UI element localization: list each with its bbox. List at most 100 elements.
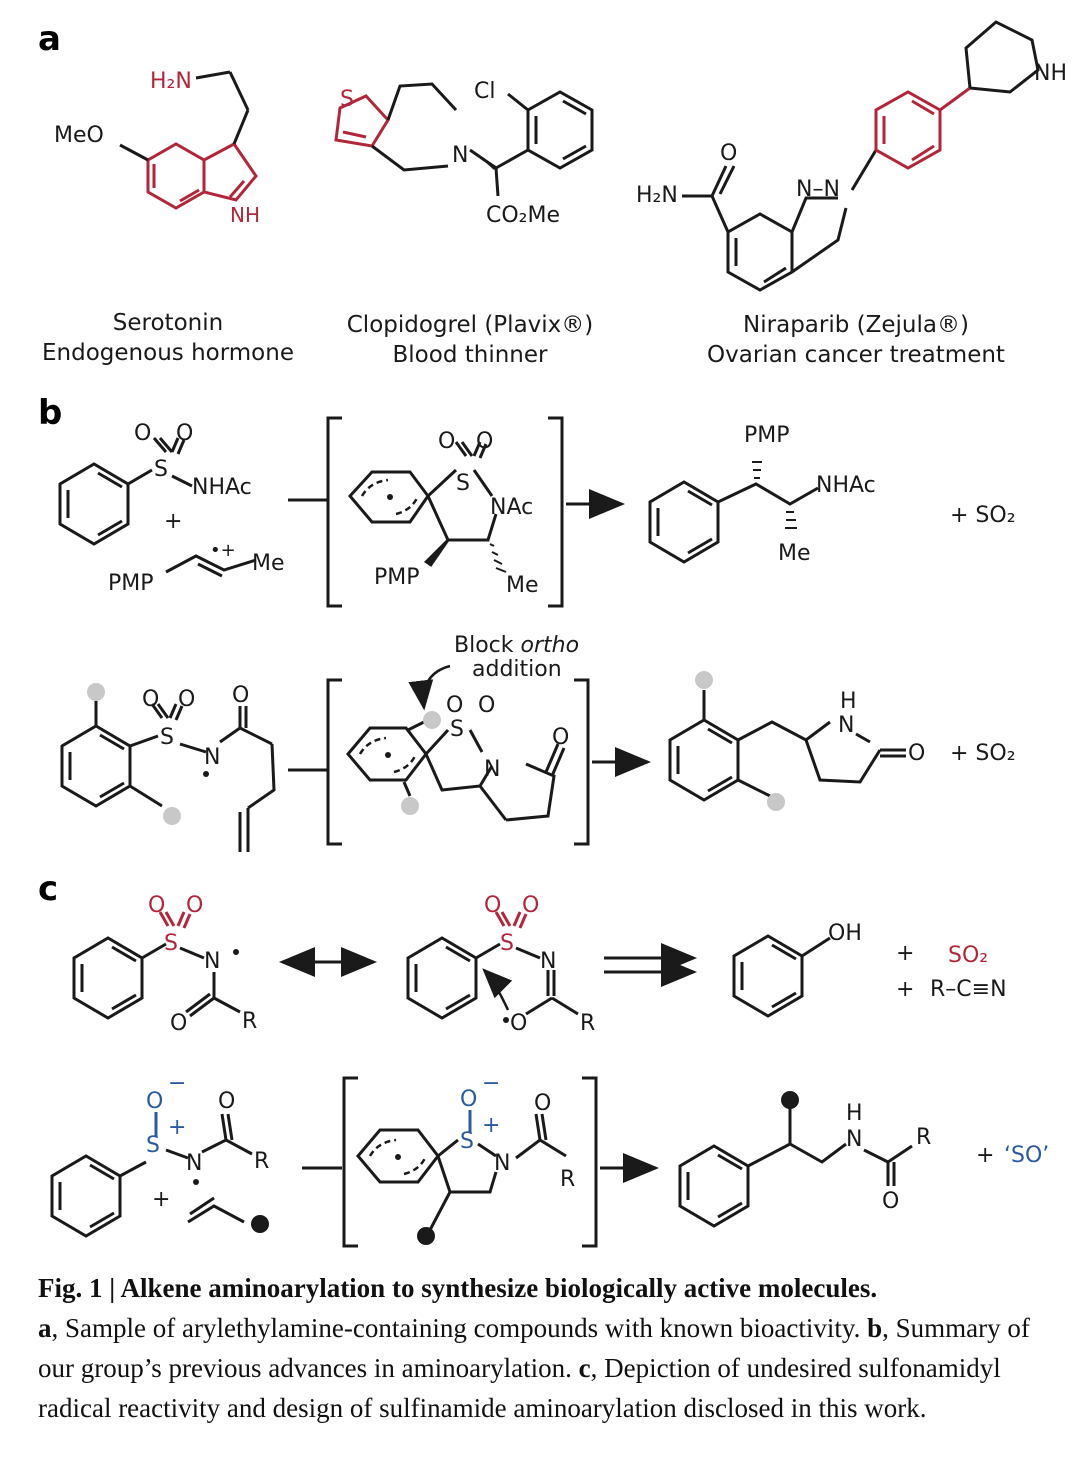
molecule-name-niraparib: Niraparib (Zejula®) <box>743 312 969 338</box>
b1-prod-pmp-label: PMP <box>744 423 790 448</box>
c1-oh-label: OH <box>828 921 862 946</box>
c1-int-o2-label: O <box>522 893 539 918</box>
b1-pmp-label: PMP <box>108 571 154 596</box>
c2-o-minus-label: O <box>146 1089 163 1114</box>
c2-plus-label: + <box>168 1115 186 1140</box>
b2-o2-label: O <box>178 687 195 712</box>
b1-intermediate-structure <box>348 441 498 567</box>
c2-int-r-label: R <box>560 1167 575 1192</box>
b2-product-structure <box>668 690 906 802</box>
b1-o1-label: O <box>134 421 151 446</box>
caption-title: Fig. 1 | Alkene aminoarylation to synthe… <box>38 1273 878 1303</box>
niraparib-h2n-label: H₂N <box>636 183 678 208</box>
caption-a-label: a <box>38 1313 52 1343</box>
niraparib-structure <box>682 149 878 292</box>
figure-caption: Fig. 1 | Alkene aminoarylation to synthe… <box>38 1268 1048 1428</box>
serotonin-structure <box>146 142 258 210</box>
b1-sulfonamide-structure <box>58 437 257 578</box>
b2-int-o2-label: O <box>478 693 495 718</box>
clopidogrel-cl-label: Cl <box>474 79 495 104</box>
c1-int-o1-label: O <box>484 893 501 918</box>
b2-s-label: S <box>160 725 174 750</box>
c2-product-structure <box>678 1108 913 1228</box>
molecule-desc-niraparib: Ovarian cancer treatment <box>707 342 1005 368</box>
c1-int-r-label: R <box>580 1011 595 1036</box>
serotonin-meo-label: MeO <box>54 123 104 148</box>
c2-r-label: R <box>254 1149 269 1174</box>
c1-sulfonamidyl-structure <box>72 936 241 1020</box>
niraparib-nn-label: N–N <box>796 177 840 202</box>
c1-int-s-label: S <box>500 931 514 956</box>
b2-o1-label: O <box>142 687 159 712</box>
panel-c-letter: c <box>38 869 58 909</box>
c2-byproduct-plus-label: + <box>976 1143 994 1168</box>
b1-int-s-label: S <box>456 471 470 496</box>
molecule-name-clopidogrel: Clopidogrel (Plavix®) <box>347 312 594 338</box>
caption-c-text: , Depiction of undesired sulfonamidyl ra… <box>38 1353 1001 1423</box>
c1-n-label: N <box>204 949 220 974</box>
c2-int-s-label: S <box>460 1129 474 1154</box>
b2-int-s-label: S <box>450 717 464 742</box>
c2-int-o-label: O <box>534 1091 551 1116</box>
c2-sulfinamide-structure <box>50 1113 253 1238</box>
b2-int-o3-label: O <box>552 725 569 750</box>
c1-nitrile-label: R–C≡N <box>930 977 1007 1002</box>
svg-text:Block ortho: Block ortho <box>454 633 579 658</box>
molecule-name-serotonin: Serotonin <box>113 310 223 336</box>
clopidogrel-s-label: S <box>340 87 354 112</box>
b1-plus-label: + <box>164 509 182 534</box>
b2-annotation-italic: ortho <box>521 633 580 658</box>
c2-s-label: S <box>146 1133 160 1158</box>
c2-prod-h-label: H <box>846 1101 863 1126</box>
clopidogrel-structure <box>334 94 390 148</box>
c1-int-n-label: N <box>540 949 556 974</box>
b1-product-structure <box>648 480 819 564</box>
b2-o3-label: O <box>232 683 249 708</box>
serotonin-h2n-label: H₂N <box>150 69 192 94</box>
b1-prod-me-label: Me <box>778 541 811 566</box>
c1-intermediate-structure <box>406 936 579 1020</box>
b2-prod-o-label: O <box>908 741 925 766</box>
c1-r-label: R <box>242 1009 257 1034</box>
c2-n-label: N <box>186 1151 202 1176</box>
c2-int-n-label: N <box>494 1151 510 1176</box>
c1-plus2-label: + <box>896 977 914 1002</box>
c1-o1-label: O <box>148 893 165 918</box>
c2-byproduct-label: ‘SO’ <box>1004 1143 1049 1168</box>
b2-byproduct-label: + SO₂ <box>950 741 1016 766</box>
b1-s-label: S <box>154 457 168 482</box>
b2-n-label: N <box>204 745 220 770</box>
caption-a-text: , Sample of arylethylamine-containing co… <box>51 1313 861 1343</box>
c1-int-o-label: O <box>510 1011 527 1036</box>
b1-int-pmp-label: PMP <box>374 565 420 590</box>
b1-nhac-label: NHAc <box>192 475 252 500</box>
b1-int-nac-label: NAc <box>490 495 533 520</box>
c1-phenol-structure <box>732 934 831 1018</box>
c2-plus-reagent-label: + <box>152 1187 170 1212</box>
b2-prod-h-label: H <box>840 689 857 714</box>
b2-int-o1-label: O <box>446 693 463 718</box>
c1-o2-label: O <box>186 893 203 918</box>
b1-radical-cation-label: •+ <box>210 540 236 561</box>
caption-c-label: c <box>578 1353 591 1383</box>
b1-int-me-label: Me <box>506 573 539 598</box>
b2-annotation-line2: addition <box>472 657 562 682</box>
molecule-desc-serotonin: Endogenous hormone <box>42 340 294 366</box>
c2-intermediate-structure <box>356 1113 567 1231</box>
niraparib-o-label: O <box>720 141 737 166</box>
b1-prod-nhac-label: NHAc <box>816 473 876 498</box>
b1-o2-label: O <box>176 421 193 446</box>
serotonin-nh-label: NH <box>230 203 260 227</box>
figure-diagram: a H₂N MeO NH S N Cl CO₂Me <box>38 19 1067 1248</box>
panel-b-letter: b <box>38 393 62 433</box>
panel-a-letter: a <box>38 19 61 59</box>
c2-prod-r-label: R <box>916 1125 931 1150</box>
molecule-desc-clopidogrel: Blood thinner <box>393 342 549 368</box>
caption-b-text: , Summary of our group’s previous advanc… <box>38 1313 1030 1383</box>
c2-int-minus-label: − <box>482 1071 500 1096</box>
b2-intermediate-structure <box>346 718 566 822</box>
clopidogrel-n-label: N <box>452 143 468 168</box>
c2-o-label: O <box>218 1089 235 1114</box>
b1-int-o2-label: O <box>476 429 493 454</box>
b2-prod-n-label: N <box>838 713 854 738</box>
